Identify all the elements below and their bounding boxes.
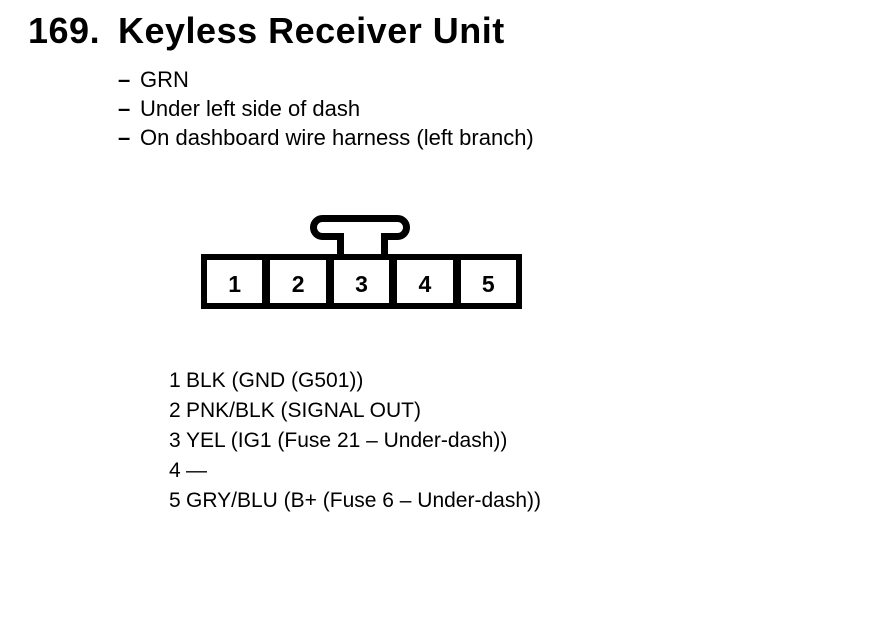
pin-description: PNK/BLK (SIGNAL OUT): [186, 399, 421, 422]
pin-number: 2: [169, 399, 181, 422]
note-dash: –: [118, 67, 131, 92]
pinout-row: 1 BLK (GND (G501)): [169, 366, 541, 396]
connector-pin-number: 4: [418, 270, 432, 297]
page-title: Keyless Receiver Unit: [118, 10, 505, 51]
note-line: – On dashboard wire harness (left branch…: [118, 123, 534, 152]
pin-description: GRY/BLU (B+ (Fuse 6 – Under-dash)): [186, 489, 542, 512]
pinout-row: 4 —: [169, 456, 541, 486]
pinout-row: 5 GRY/BLU (B+ (Fuse 6 – Under-dash)): [169, 486, 541, 516]
connector-pin-number: 1: [228, 270, 242, 297]
pin-number: 3: [169, 429, 181, 452]
connector-pin-number: 5: [481, 270, 495, 297]
pin-number: 5: [169, 489, 181, 512]
note-text: GRN: [140, 67, 189, 92]
connector-diagram: 1 2 3 4 5: [201, 254, 522, 309]
note-dash: –: [118, 96, 131, 121]
connector-pin-cell: 4: [397, 260, 453, 303]
connector-latch-stem: [337, 233, 388, 254]
note-line: – Under left side of dash: [118, 94, 534, 123]
section-heading: 169. Keyless Receiver Unit: [28, 11, 505, 51]
note-dash: –: [118, 125, 131, 150]
note-text: Under left side of dash: [140, 96, 361, 121]
pinout-row: 2 PNK/BLK (SIGNAL OUT): [169, 396, 541, 426]
connector-pin-cell: 5: [460, 260, 517, 303]
pinout-list: 1 BLK (GND (G501)) 2 PNK/BLK (SIGNAL OUT…: [169, 366, 541, 516]
connector-pin-cell: 2: [270, 260, 326, 303]
note-text: On dashboard wire harness (left branch): [140, 125, 534, 150]
pin-number: 1: [169, 369, 181, 392]
section-number: 169.: [28, 10, 101, 51]
connector-pin-number: 2: [291, 270, 305, 297]
pin-description: YEL (IG1 (Fuse 21 – Under-dash)): [186, 429, 508, 452]
connector-pin-cell: 1: [207, 260, 263, 303]
pinout-row: 3 YEL (IG1 (Fuse 21 – Under-dash)): [169, 426, 541, 456]
pin-description: —: [186, 459, 207, 482]
connector-pin-cell: 3: [333, 260, 390, 303]
notes-list: – GRN – Under left side of dash – On das…: [118, 65, 534, 152]
pin-number: 4: [169, 459, 181, 482]
note-line: – GRN: [118, 65, 534, 94]
connector-pin-number: 3: [355, 270, 368, 297]
pin-description: BLK (GND (G501)): [186, 369, 364, 392]
